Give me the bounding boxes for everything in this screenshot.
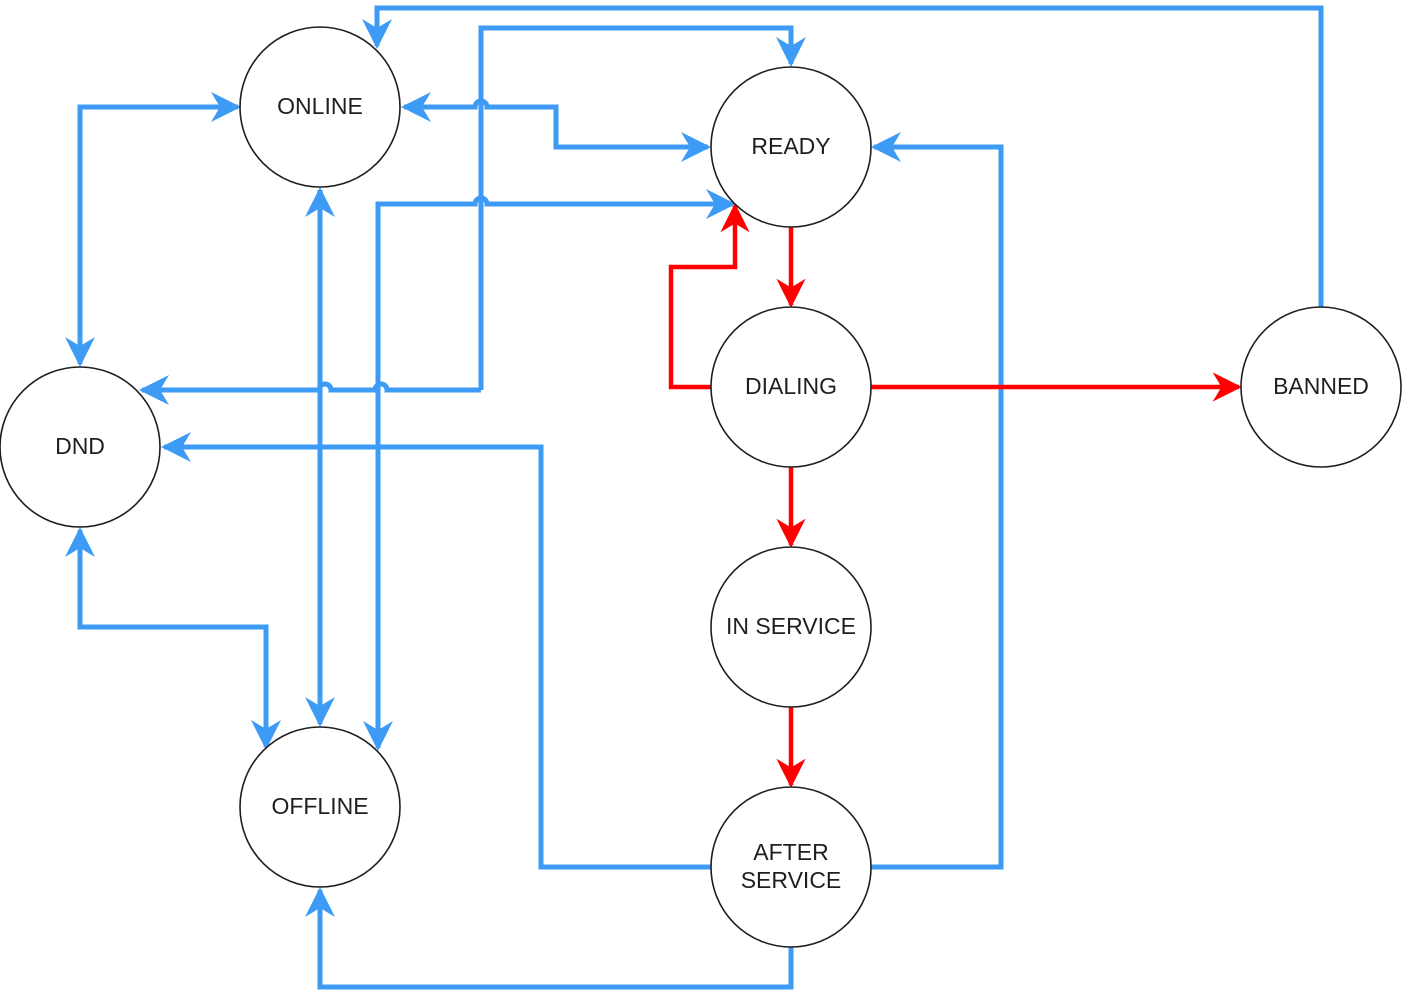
- node-dialing: DIALING: [710, 306, 872, 468]
- edge-online-ready: [401, 92, 711, 162]
- edge-dnd-offline: [65, 527, 281, 750]
- node-dnd-circle: [0, 366, 161, 528]
- node-online: ONLINE: [239, 26, 401, 188]
- blue-transitions: [65, 5, 1324, 990]
- node-ready-circle: [710, 66, 872, 228]
- red-transitions: [668, 203, 1242, 788]
- node-ready-label: READY: [751, 133, 830, 159]
- edge-after-service-to-ready: [871, 132, 1004, 870]
- node-ready: READY: [710, 66, 872, 228]
- edge-after-service-to-offline: [305, 887, 794, 990]
- edge-after-service-to-dnd: [161, 432, 711, 870]
- edge-banned-to-online: [362, 5, 1324, 307]
- edge-online-dnd: [65, 92, 241, 367]
- node-online-circle: [239, 26, 401, 188]
- node-banned: BANNED: [1240, 306, 1402, 468]
- node-offline: OFFLINE: [239, 726, 401, 888]
- edge-offline-ready: [363, 189, 736, 751]
- node-in-service-circle: [710, 546, 872, 708]
- node-online-label: ONLINE: [277, 93, 363, 119]
- edge-dnd-to-ready: [139, 375, 481, 405]
- node-dnd-label: DND: [55, 433, 105, 459]
- node-after-service-label-line2: SERVICE: [741, 867, 842, 893]
- node-dialing-label: DIALING: [745, 373, 837, 399]
- node-after-service-label-line1: AFTER: [753, 839, 828, 865]
- node-after-service-circle: [710, 786, 872, 948]
- node-offline-circle: [239, 726, 401, 888]
- node-banned-label: BANNED: [1273, 373, 1369, 399]
- node-dnd: DND: [0, 366, 161, 528]
- edge-dialing-to-ready: [668, 203, 750, 390]
- node-banned-circle: [1240, 306, 1402, 468]
- node-offline-label: OFFLINE: [271, 793, 368, 819]
- node-dialing-circle: [710, 306, 872, 468]
- node-after-service: AFTER SERVICE: [710, 786, 872, 948]
- node-in-service: IN SERVICE: [710, 546, 872, 708]
- node-in-service-label: IN SERVICE: [726, 613, 856, 639]
